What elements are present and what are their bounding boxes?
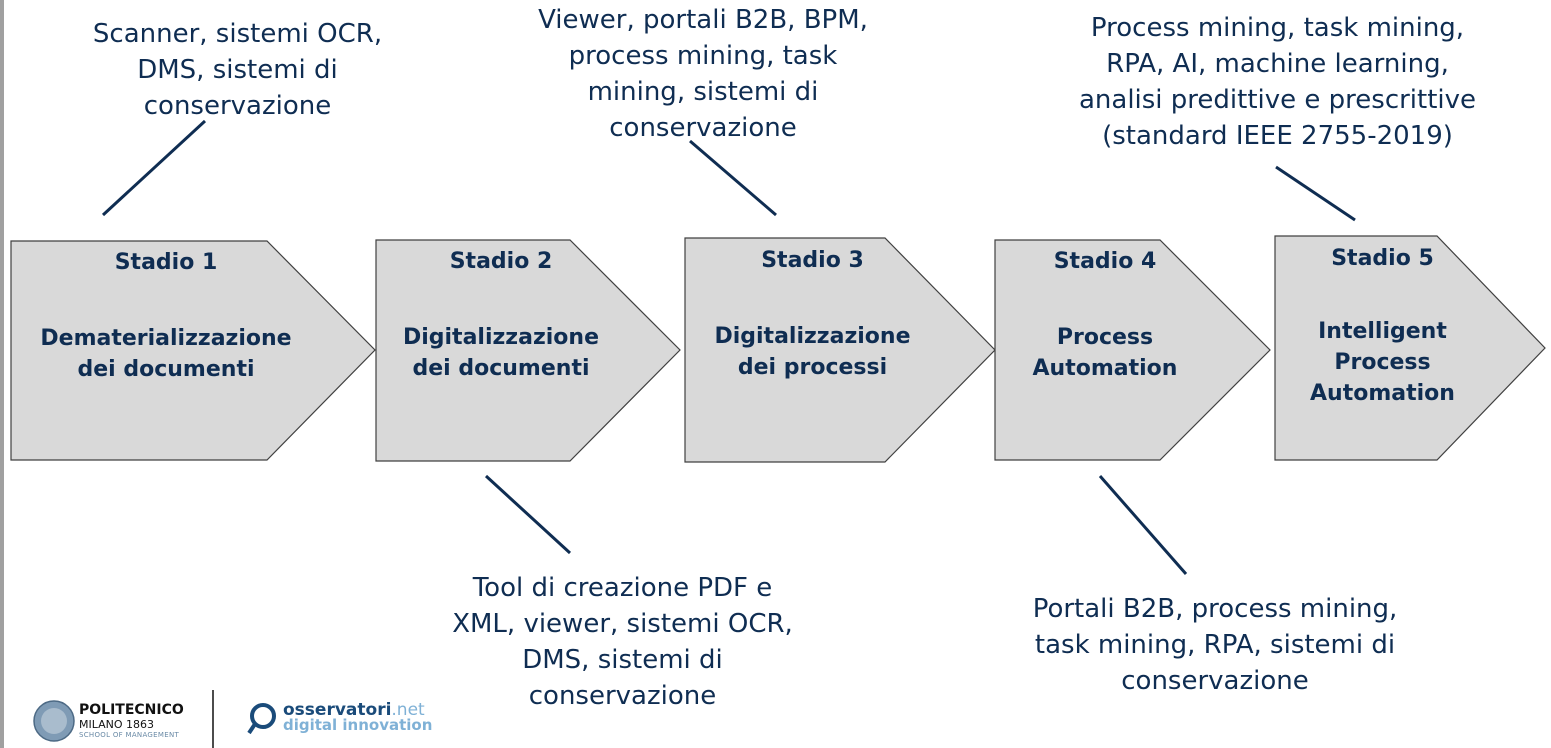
politecnico-school: SCHOOL OF MANAGEMENT	[79, 731, 180, 739]
stage-number: Stadio 4	[1053, 249, 1157, 274]
note-line: Portali B2B, process mining,	[1032, 594, 1398, 624]
stage-3-arrow	[684, 237, 996, 463]
note-line: RPA, AI, machine learning,	[1106, 49, 1449, 79]
note-stage-1: Scanner, sistemi OCR, DMS, sistemi di co…	[60, 16, 415, 124]
stage-1-arrow	[10, 240, 376, 461]
note-line: process mining, task	[568, 41, 838, 71]
note-line: conservazione	[143, 91, 332, 121]
note-line: conservazione	[1121, 666, 1309, 696]
connector-line-4	[1098, 475, 1188, 575]
note-line: analisi predittive e prescrittive	[1078, 85, 1477, 115]
stage-4: Stadio 4 Process Automation	[995, 249, 1215, 384]
note-line: Process mining, task mining,	[1090, 13, 1465, 43]
note-line: XML, viewer, sistemi OCR,	[452, 609, 793, 639]
osservatori-tagline: digital innovation	[283, 716, 433, 734]
politecnico-title: POLITECNICO	[79, 702, 184, 718]
stage-2: Stadio 2 Digitalizzazione dei documenti	[376, 249, 626, 384]
stage-name-line: Process	[1056, 325, 1154, 350]
stage-5: Stadio 5 Intelligent Process Automation	[1275, 246, 1490, 409]
connector-line-5	[1275, 165, 1356, 222]
note-line: (standard IEEE 2755-2019)	[1102, 121, 1453, 151]
stage-name-line: Intelligent	[1318, 319, 1447, 344]
stage-name-line: Automation	[1310, 381, 1455, 406]
connector-line-1	[101, 119, 207, 217]
note-line: mining, sistemi di	[587, 77, 819, 107]
stage-name-line: Dematerializzazione	[40, 326, 292, 351]
stage-4-arrow	[994, 239, 1271, 461]
politecnico-seal-icon	[33, 700, 75, 742]
stage-2-arrow	[375, 239, 681, 462]
stage-name-line: Process	[1334, 350, 1431, 375]
stage-name-line: dei documenti	[77, 357, 255, 382]
stage-name-line: dei processi	[737, 355, 888, 380]
stage-name-line: Automation	[1032, 356, 1178, 381]
stage-name-line: dei documenti	[412, 356, 590, 381]
osservatori-tld: .net	[391, 700, 425, 720]
note-line: task mining, RPA, sistemi di	[1034, 630, 1396, 660]
stage-name-line: Digitalizzazione	[402, 325, 600, 350]
connector-line-3	[689, 139, 777, 217]
note-line: Scanner, sistemi OCR,	[92, 19, 383, 49]
stage-number: Stadio 3	[761, 248, 864, 273]
osservatori-name: osservatori	[283, 700, 392, 720]
politecnico-subtitle: MILANO 1863	[79, 718, 155, 731]
stage-number: Stadio 5	[1331, 246, 1434, 271]
note-line: Tool di creazione PDF e	[472, 573, 773, 603]
left-edge-bar	[0, 0, 4, 748]
stage-1: Stadio 1 Dematerializzazione dei documen…	[11, 250, 321, 385]
note-stage-3: Viewer, portali B2B, BPM, process mining…	[498, 2, 908, 146]
stage-3: Stadio 3 Digitalizzazione dei processi	[690, 248, 935, 383]
stage-number: Stadio 2	[449, 249, 553, 274]
note-stage-2: Tool di creazione PDF e XML, viewer, sis…	[410, 570, 835, 714]
magnifier-icon	[247, 703, 276, 735]
stage-name-line: Digitalizzazione	[714, 324, 911, 349]
note-stage-5: Process mining, task mining, RPA, AI, ma…	[1030, 10, 1525, 154]
note-line: DMS, sistemi di	[522, 645, 723, 675]
connector-line-2	[484, 474, 572, 555]
note-line: conservazione	[609, 113, 797, 143]
note-line: conservazione	[528, 681, 717, 711]
note-line: DMS, sistemi di	[137, 55, 338, 85]
note-stage-4: Portali B2B, process mining, task mining…	[985, 591, 1445, 699]
stage-number: Stadio 1	[114, 250, 218, 275]
note-line: Viewer, portali B2B, BPM,	[538, 5, 868, 35]
stage-5-arrow	[1274, 235, 1546, 461]
